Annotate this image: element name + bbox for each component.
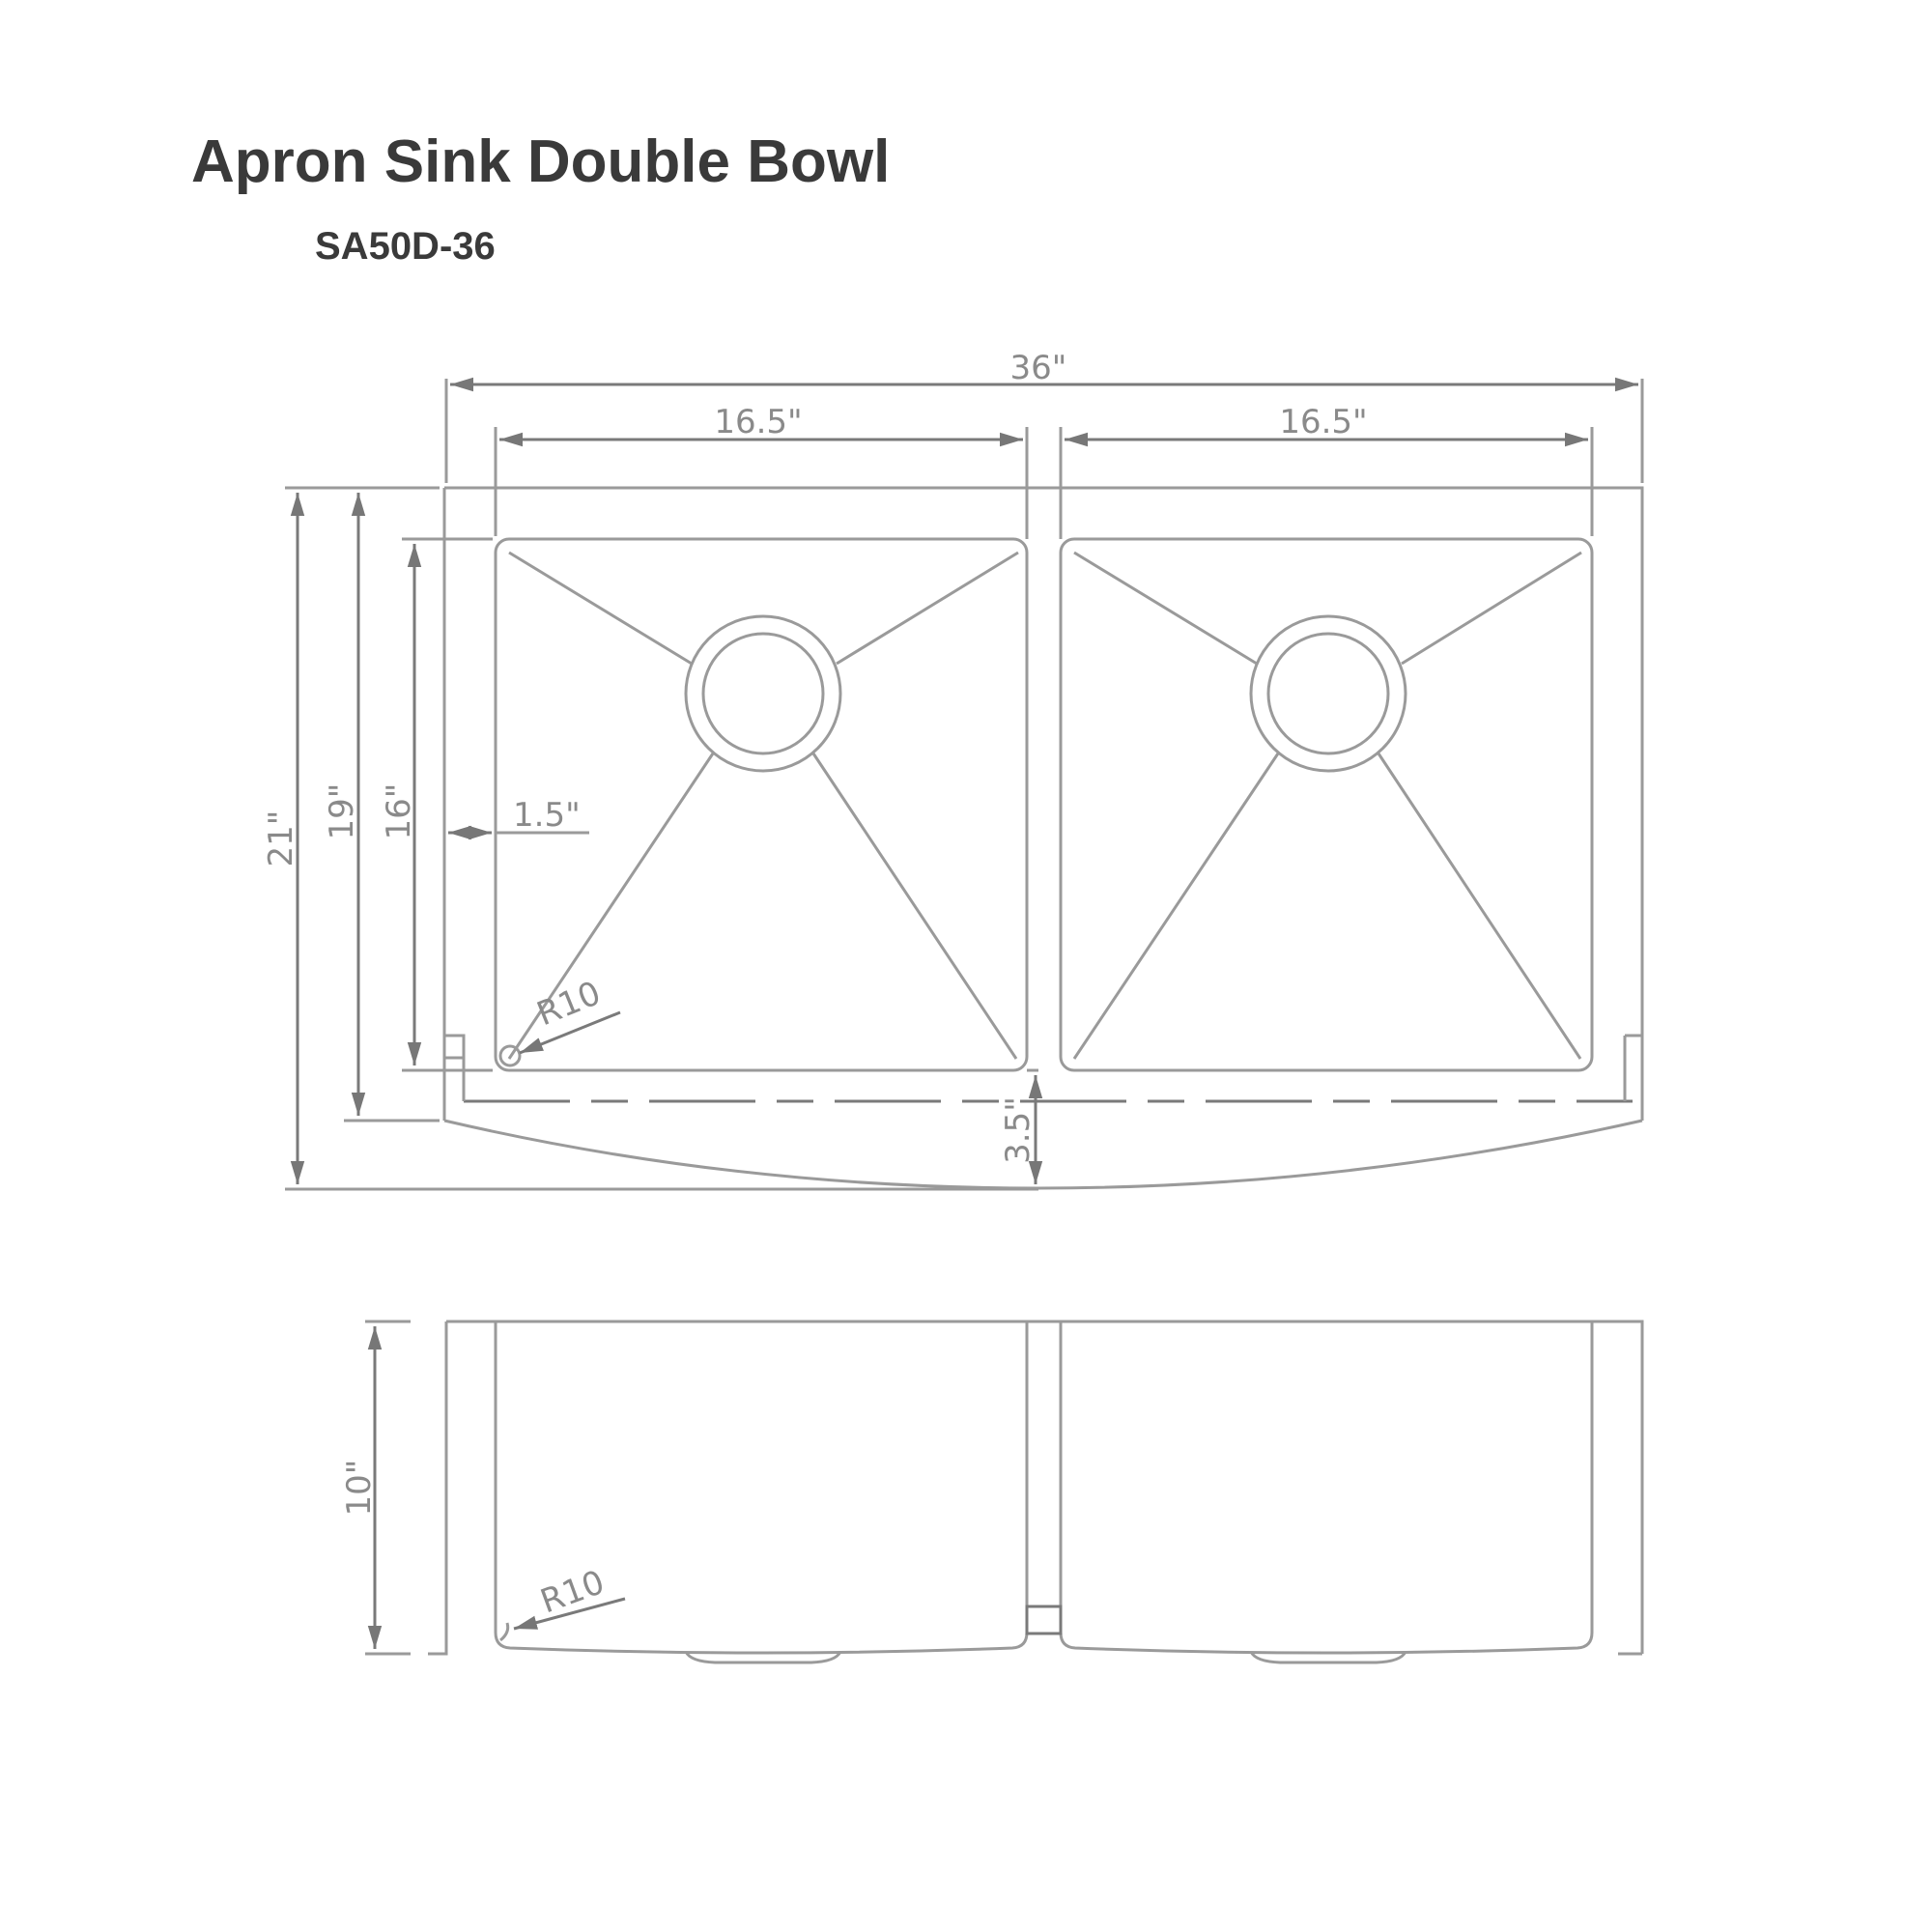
right-drain	[1249, 614, 1407, 773]
right-drain-side	[1249, 1651, 1407, 1664]
left-bowl-width-label: 16.5"	[714, 403, 802, 441]
page-title: Apron Sink Double Bowl	[191, 128, 891, 195]
left-drain	[684, 614, 842, 773]
left-drain-side	[684, 1651, 842, 1664]
side-view-dimensions: 10"	[340, 1320, 411, 1656]
overall-depth-label: 21"	[262, 810, 300, 867]
bowl-depth-label: 16"	[380, 783, 418, 840]
drain-outer-ring	[684, 614, 842, 773]
side-corner-radius-label: R10	[535, 1563, 610, 1621]
apron-projection-label: 3.5"	[999, 1096, 1037, 1164]
rim-depth-label: 19"	[323, 783, 361, 840]
left-bowl	[494, 537, 1029, 1072]
side-outer-frame	[428, 1320, 1644, 1656]
rim-offset-label: 1.5"	[513, 796, 581, 835]
top-view: R10	[442, 430, 1644, 1190]
left-bowl-side	[494, 1321, 1029, 1655]
right-bowl-width-label: 16.5"	[1279, 403, 1367, 441]
divider-connector	[1025, 1605, 1063, 1635]
model-number: SA50D-36	[315, 225, 496, 268]
right-bowl-side	[1059, 1321, 1594, 1655]
top-view-dimensions: 36" 16.5" 16.5" 21" 19" 16" 1.5" 3.5"	[262, 349, 1644, 1191]
rim-outline	[442, 486, 1644, 1121]
apron-curve	[443, 1119, 1643, 1190]
drain-inner-ring	[701, 632, 825, 755]
right-bowl	[1059, 537, 1594, 1072]
corner-radius-label: R10	[531, 974, 606, 1034]
left-bowl-slope-lines	[507, 551, 1019, 1060]
drain-inner-ring	[1266, 632, 1390, 755]
drain-outer-ring	[1249, 614, 1407, 773]
side-view: R10	[428, 1320, 1644, 1664]
overall-width-label: 36"	[1010, 349, 1067, 387]
right-bowl-slope-lines	[1072, 551, 1582, 1060]
bowl-height-label: 10"	[340, 1460, 379, 1517]
